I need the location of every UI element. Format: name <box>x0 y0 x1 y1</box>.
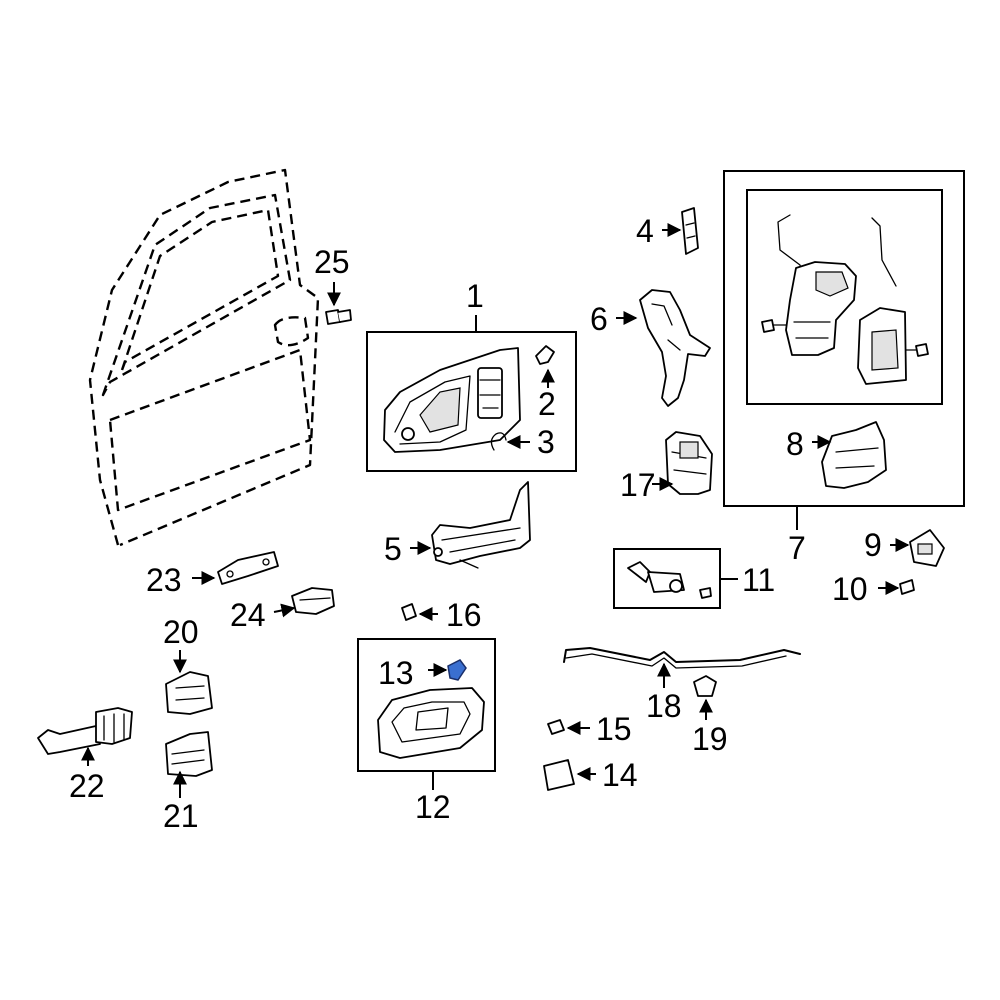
part-23-bracket <box>192 551 279 585</box>
part-12-outer-handle <box>377 687 485 759</box>
callout-15: 15 <box>596 711 632 747</box>
callout-21: 21 <box>163 798 199 834</box>
part-10-bolt <box>878 579 915 595</box>
part-20-hinge <box>165 650 213 715</box>
part-14-cap <box>543 759 596 791</box>
part-2-clip <box>535 345 555 388</box>
part-9-striker <box>890 529 945 567</box>
callout-12: 12 <box>415 789 451 825</box>
part-21-hinge <box>165 731 213 798</box>
part-13-highlighted-clip <box>428 659 467 681</box>
part-7-lock-assembly <box>761 214 929 385</box>
group-box-7-inner <box>746 189 943 405</box>
callout-19: 19 <box>692 721 728 757</box>
part-16-clip <box>401 603 438 621</box>
callout-9: 9 <box>864 527 882 563</box>
callout-1: 1 <box>466 278 484 314</box>
part-4-latch <box>662 207 699 255</box>
callout-18: 18 <box>646 688 682 724</box>
part-6-lever <box>616 289 711 407</box>
part-3-spring-clip <box>490 432 530 451</box>
callout-7: 7 <box>788 530 806 566</box>
callout-2: 2 <box>538 386 556 422</box>
part-5-bracket <box>410 481 531 569</box>
callout-20: 20 <box>163 614 199 650</box>
callout-23: 23 <box>146 562 182 598</box>
part-15-screw <box>547 719 590 735</box>
callout-6: 6 <box>590 301 608 337</box>
part-11-lock-cylinder <box>627 561 712 599</box>
callout-4: 4 <box>636 213 654 249</box>
part-1-inner-handle <box>383 347 521 453</box>
callout-22: 22 <box>69 768 105 804</box>
callout-11: 11 <box>742 562 775 598</box>
door-outline <box>88 168 320 547</box>
group-box-7 <box>723 170 965 507</box>
callout-3: 3 <box>537 424 555 460</box>
part-18-rod <box>563 647 801 688</box>
callout-16: 16 <box>446 597 482 633</box>
part-24-bracket <box>273 587 335 618</box>
callout-17: 17 <box>620 467 656 503</box>
part-22-door-check <box>37 707 133 766</box>
callout-14: 14 <box>602 757 638 793</box>
part-25-bolt <box>325 282 352 325</box>
callout-10: 10 <box>832 571 868 607</box>
group-box-12 <box>357 638 496 772</box>
group-box-1 <box>366 331 577 472</box>
part-19-clip <box>693 675 717 720</box>
callout-25: 25 <box>314 244 350 280</box>
part-8-lock-cover <box>812 421 887 489</box>
callout-24: 24 <box>230 597 266 633</box>
callout-13: 13 <box>378 655 414 691</box>
callout-5: 5 <box>384 531 402 567</box>
callout-8: 8 <box>786 426 804 462</box>
part-17-actuator <box>652 431 713 495</box>
